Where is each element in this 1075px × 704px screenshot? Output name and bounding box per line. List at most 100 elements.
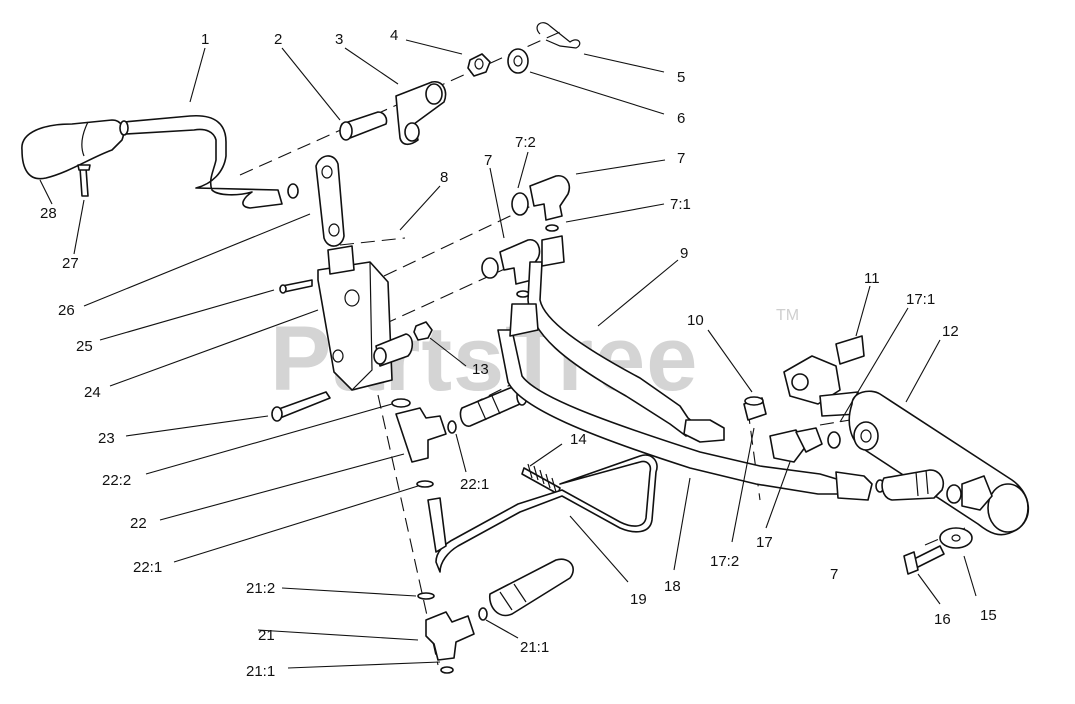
leader-4 [405,39,463,55]
callout-19: 19 [630,591,647,608]
hose-9-lower-fitting [683,419,725,443]
axis-valve-vertical [377,394,439,666]
leader-21-2 [281,587,417,597]
rod-clevis [783,355,841,405]
leader-5 [583,53,665,73]
callout-21-1-right: 21:1 [520,639,549,656]
flat-washer-bore [513,55,523,67]
callout-21-2: 21:2 [246,580,275,597]
leader-13 [429,337,467,367]
oring-21-1-bottom [440,666,454,674]
leader-22-2 [145,403,393,475]
callout-21: 21 [258,627,275,644]
lower-hex-adapter-flats [499,583,527,611]
leader-6 [529,71,665,115]
callout-23: 23 [98,430,115,447]
leader-18 [673,477,691,571]
callout-3: 3 [335,31,343,48]
leader-2 [281,47,341,121]
hex-nut-bore [474,58,484,70]
leader-8 [399,185,441,231]
callout-22-1-right: 22:1 [460,476,489,493]
leader-23 [125,415,269,437]
oring-7-1 [545,224,559,232]
callout-27: 27 [62,255,79,272]
callout-6: 6 [677,110,685,127]
axis-valve-lever [339,237,406,246]
mount-bracket-11 [835,335,865,365]
link-plate-hole-bottom [328,223,340,237]
leader-7-mid [489,167,505,239]
callout-17-1: 17:1 [906,291,935,308]
callout-22-1-left: 22:1 [133,559,162,576]
link-plate-body [315,155,345,247]
leader-17-2 [731,427,755,543]
oring-22-1-lower [416,480,434,488]
valve-port-lower [332,349,344,363]
washer-15 [939,527,973,549]
pivot-clevis-bore [425,83,443,105]
valve-body-edge [351,261,373,391]
tube-threads [527,463,557,493]
cylinder-port-oring [946,484,962,504]
hose-9-end-fitting [541,235,565,267]
callout-22-2: 22:2 [102,472,131,489]
leader-10 [707,329,753,393]
leader-7-1 [565,203,665,223]
cylinder-fittings [743,335,865,463]
grip-seam [81,121,89,157]
leader-22 [159,453,405,521]
callout-15: 15 [980,607,997,624]
valve-screw-head [279,284,287,294]
hydraulic-hoses [497,235,885,501]
axis-cylinder-fitting [747,409,761,501]
bolt-16-head [903,551,919,575]
elbow-fitting-17-hex [795,427,823,453]
pivot-clevis-lower-bore [404,122,420,142]
link-plate [315,155,345,247]
flat-washer [507,48,529,74]
link-plate-hole-top [321,165,333,179]
pivot-pin-head [339,121,353,141]
oring-lower-elbow [516,290,530,298]
oring-7-2-lower [481,257,499,279]
grip-screw [79,167,89,197]
callout-4: 4 [390,27,398,44]
callout-17-2: 17:2 [710,553,739,570]
callout-28: 28 [40,205,57,222]
lower-hex-adapter [488,558,574,617]
valve-spool-top [327,245,355,275]
valve-port-upper [344,289,360,307]
handle-rod [123,115,283,209]
callout-11: 11 [864,270,880,287]
leader-7-top [575,159,666,175]
leader-11 [855,285,871,337]
callout-7-top: 7 [677,150,685,167]
callout-12: 12 [942,323,959,340]
leader-24 [109,309,319,387]
cylinder-front-bore [860,429,872,443]
leader-14 [529,443,563,467]
leader-26 [83,213,311,307]
tee-fitting [395,407,447,463]
callout-14: 14 [570,431,587,448]
elbow-fitting-upper [529,174,571,221]
callout-7-cylinder: 7 [830,566,838,583]
straight-fitting-7-flats [915,469,929,497]
leader-1 [189,47,206,103]
valve-bolt-head [271,406,283,422]
grip-knob [21,119,125,180]
leader-9 [597,259,679,327]
valve-fasteners [271,279,433,422]
watermark-trademark: TM [776,307,799,324]
callout-22: 22 [130,515,147,532]
leader-17-1 [839,307,909,423]
callout-26: 26 [58,302,75,319]
leader-21 [257,629,419,641]
straight-fitting-7 [881,469,945,501]
callout-labels: 1 2 3 4 5 6 7 7 7 7:2 7:1 8 9 10 11 12 1… [40,27,997,680]
callout-24: 24 [84,384,101,401]
leader-28 [39,179,53,205]
